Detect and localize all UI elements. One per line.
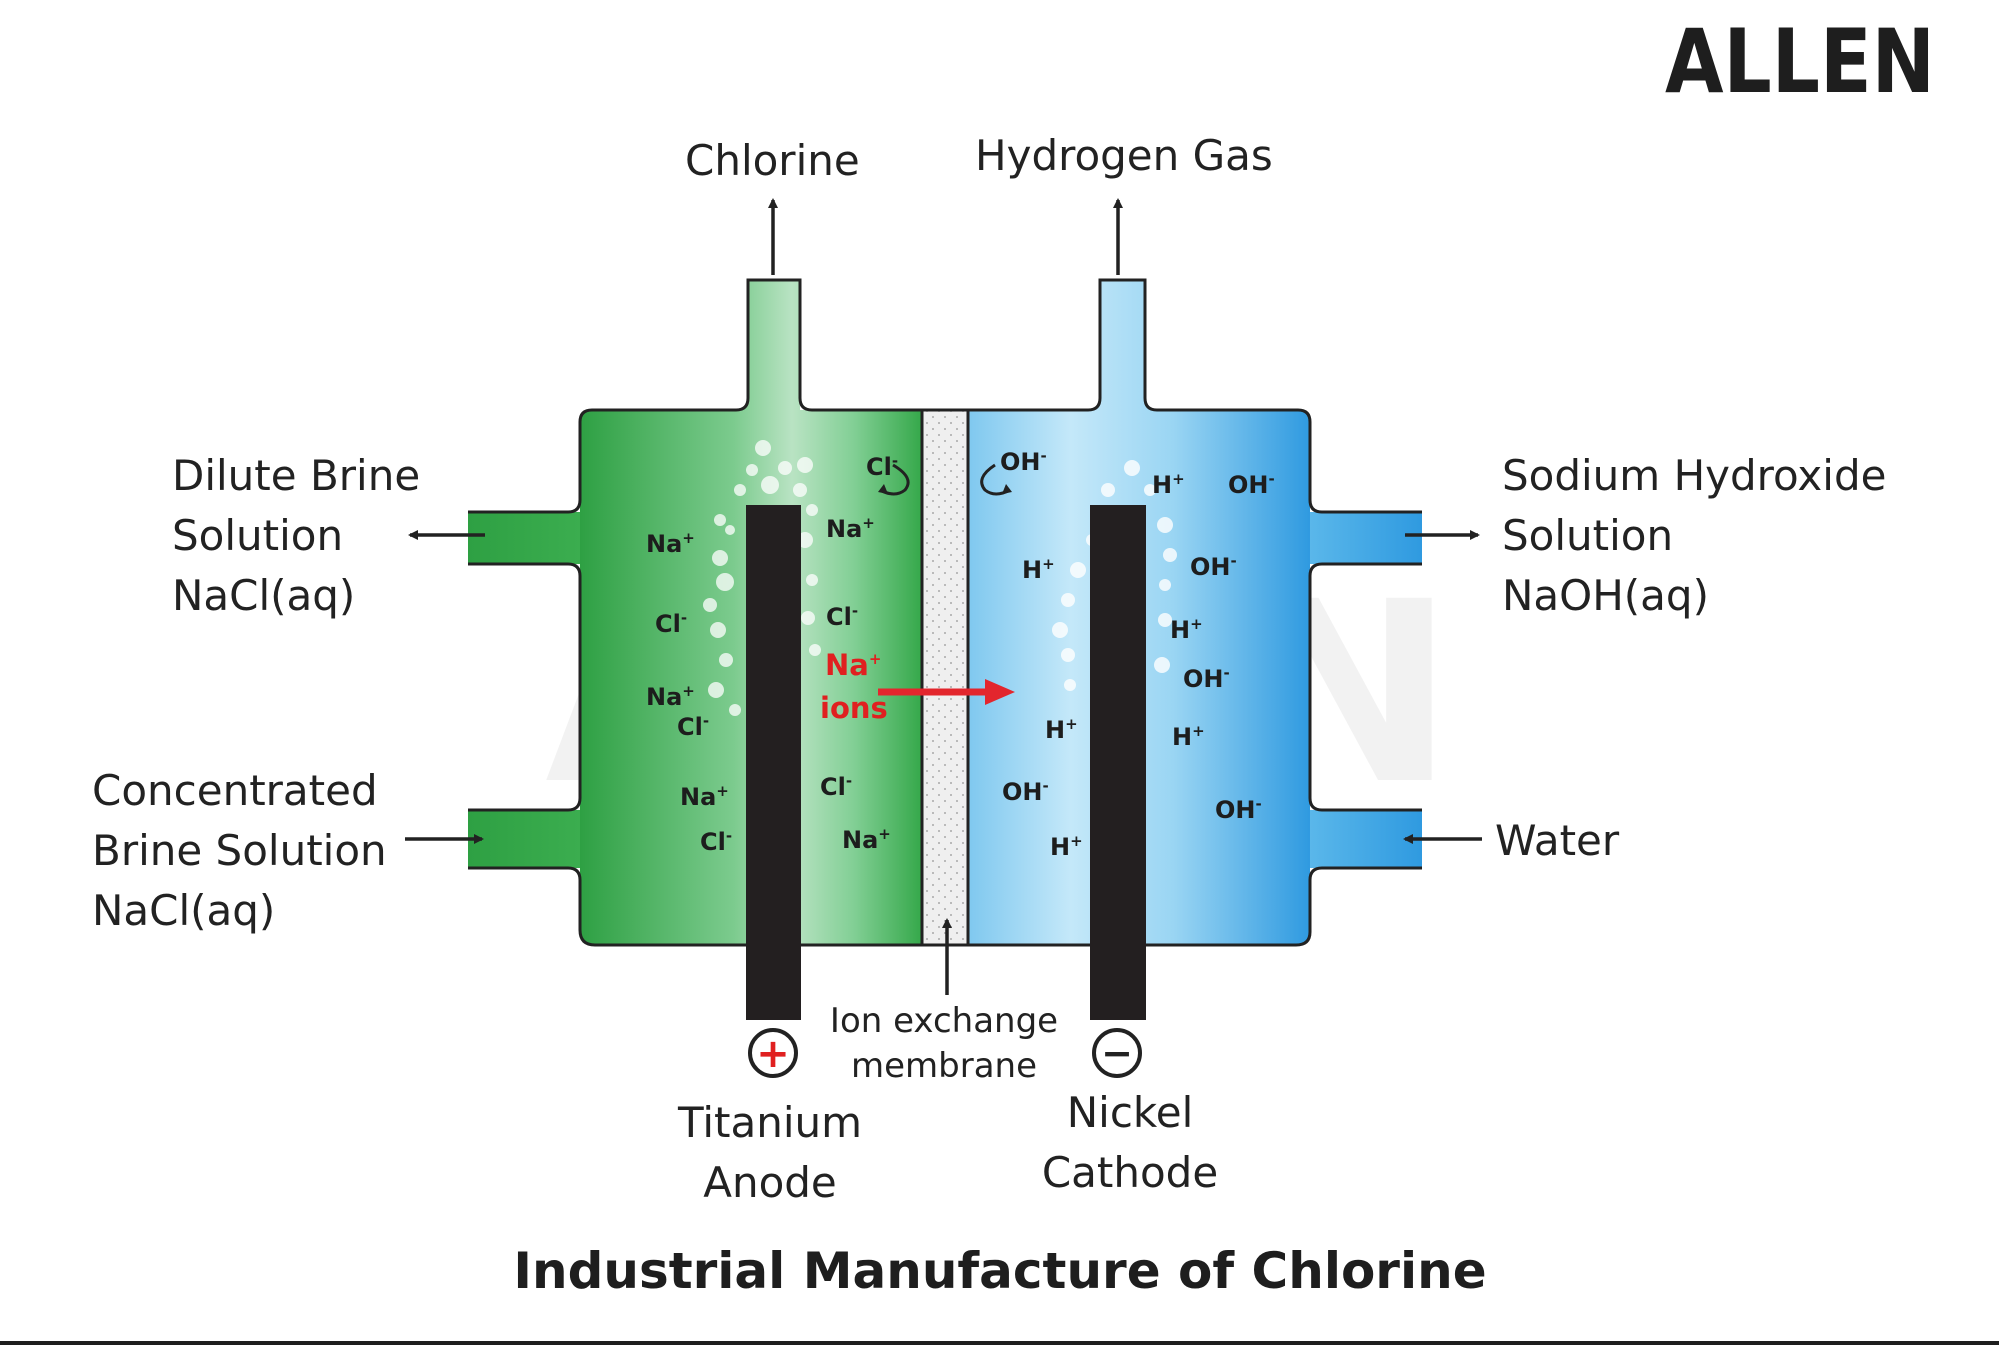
svg-text:OH-: OH-: [1000, 447, 1047, 476]
negative-terminal-icon: −: [1092, 1028, 1142, 1078]
svg-text:−: −: [1101, 1031, 1133, 1075]
svg-text:OH-: OH-: [1183, 664, 1230, 693]
svg-text:Na+: Na+: [680, 782, 729, 811]
oh-curl-arrow-icon: [980, 463, 1011, 496]
cathode-ions: OH- H+ OH- H+ OH- H+ OH- H+ H+ OH- OH- H…: [1000, 447, 1275, 861]
svg-text:Cl-: Cl-: [677, 712, 709, 741]
chlorine-label: Chlorine: [685, 136, 860, 185]
flow-arrows: [405, 198, 1482, 995]
naoh-label-2: Solution: [1502, 511, 1673, 560]
svg-text:Cl-: Cl-: [820, 772, 852, 801]
concentrated-brine-label-1: Concentrated: [92, 766, 378, 815]
svg-text:OH-: OH-: [1190, 552, 1237, 581]
ion-exchange-membrane: [920, 408, 970, 947]
svg-text:Cl-: Cl-: [700, 827, 732, 856]
cathode-label-2: Cathode: [1042, 1148, 1218, 1197]
diagram-title: Industrial Manufacture of Chlorine: [513, 1242, 1486, 1300]
water-label: Water: [1495, 816, 1620, 865]
svg-text:H+: H+: [1045, 715, 1078, 744]
svg-text:H+: H+: [1152, 470, 1185, 499]
concentrated-brine-label-2: Brine Solution: [92, 826, 387, 875]
bottom-border: [0, 1341, 1999, 1345]
cl-curl-arrow-icon: [879, 463, 910, 496]
svg-text:H+: H+: [1170, 615, 1203, 644]
chlorine-bubbles: [703, 440, 821, 716]
naoh-label-3: NaOH(aq): [1502, 571, 1709, 620]
naoh-label-1: Sodium Hydroxide: [1502, 451, 1886, 500]
sodium-ions-label: Na+: [825, 648, 881, 682]
svg-text:Cl-: Cl-: [655, 609, 687, 638]
nickel-cathode-electrode: [1090, 505, 1146, 1020]
sodium-ions-label-2: ions: [820, 691, 888, 725]
positive-terminal-icon: +: [748, 1028, 798, 1078]
svg-text:Cl-: Cl-: [866, 452, 898, 481]
svg-text:OH-: OH-: [1215, 795, 1262, 824]
concentrated-brine-label-3: NaCl(aq): [92, 886, 275, 935]
svg-text:OH-: OH-: [1228, 470, 1275, 499]
svg-text:Na+: Na+: [646, 682, 695, 711]
membrane-label-1: Ion exchange: [830, 1001, 1058, 1041]
svg-text:H+: H+: [1172, 722, 1205, 751]
dilute-brine-label-1: Dilute Brine: [172, 451, 420, 500]
anode-label-2: Anode: [703, 1158, 837, 1207]
svg-text:Na+: Na+: [826, 514, 875, 543]
svg-text:OH-: OH-: [1002, 777, 1049, 806]
dilute-brine-label-2: Solution: [172, 511, 343, 560]
membrane-label-2: membrane: [851, 1046, 1037, 1086]
allen-logo: ALLEN: [1665, 10, 1935, 113]
sodium-migration-arrow: [878, 679, 1015, 705]
dilute-brine-label-3: NaCl(aq): [172, 571, 355, 620]
hydrogen-gas-label: Hydrogen Gas: [975, 131, 1273, 180]
anode-label-1: Titanium: [677, 1098, 862, 1147]
svg-text:Na+: Na+: [842, 825, 891, 854]
svg-text:Na+: Na+: [646, 529, 695, 558]
svg-text:H+: H+: [1022, 555, 1055, 584]
titanium-anode-electrode: [746, 505, 801, 1020]
svg-text:H+: H+: [1050, 832, 1083, 861]
svg-text:Cl-: Cl-: [826, 602, 858, 631]
anode-ions: Na+ Na+ Cl- Cl- Cl- Na+ Cl- Na+ Cl- Cl- …: [646, 452, 898, 856]
svg-text:+: +: [756, 1031, 790, 1077]
cathode-label-1: Nickel: [1067, 1088, 1194, 1137]
